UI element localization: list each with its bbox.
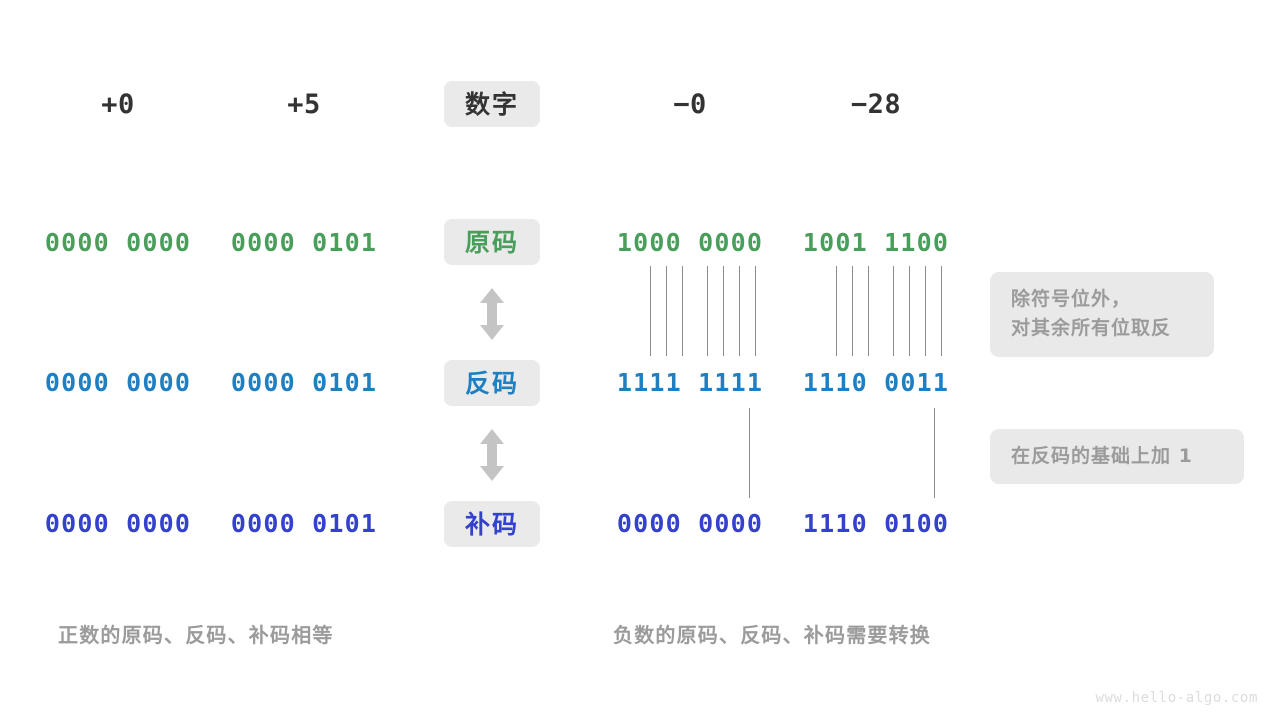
double-arrow-yuanma-to-fanma bbox=[480, 288, 504, 340]
row-buma-value-minus-zero: 0000 0000 bbox=[616, 508, 764, 538]
row-fanma-value-minus-twentyeight: 1110 0011 bbox=[802, 367, 950, 397]
row-yuanma-value-minus-twentyeight: 1001 1100 bbox=[802, 227, 950, 257]
row-fanma-value-plus-five: 0000 0101 bbox=[230, 367, 378, 397]
row-buma-value-plus-zero: 0000 0000 bbox=[44, 508, 192, 538]
row-fanma-value-plus-zero: 0000 0000 bbox=[44, 367, 192, 397]
note-add-one: 在反码的基础上加 1 bbox=[990, 429, 1244, 485]
header-label-plus-zero: +0 bbox=[101, 88, 135, 120]
caption-positive: 正数的原码、反码、补码相等 bbox=[58, 623, 334, 647]
header-label-minus-twentyeight: −28 bbox=[850, 88, 902, 120]
header-label-minus-zero: −0 bbox=[673, 88, 707, 120]
row-buma-value-minus-twentyeight: 1110 0100 bbox=[802, 508, 950, 538]
double-arrow-fanma-to-buma bbox=[480, 429, 504, 481]
caption-negative: 负数的原码、反码、补码需要转换 bbox=[613, 623, 931, 647]
note-invert-bits: 除符号位外， 对其余所有位取反 bbox=[990, 272, 1214, 357]
row-yuanma-value-plus-zero: 0000 0000 bbox=[44, 227, 192, 257]
row-yuanma-value-plus-five: 0000 0101 bbox=[230, 227, 378, 257]
row-yuanma-value-minus-zero: 1000 0000 bbox=[616, 227, 764, 257]
row-chip-yuanma: 原码 bbox=[444, 219, 540, 265]
row-chip-fanma: 反码 bbox=[444, 360, 540, 406]
header-chip-number: 数字 bbox=[444, 81, 540, 127]
row-chip-buma: 补码 bbox=[444, 501, 540, 547]
row-fanma-value-minus-zero: 1111 1111 bbox=[616, 367, 764, 397]
row-buma-value-plus-five: 0000 0101 bbox=[230, 508, 378, 538]
header-label-plus-five: +5 bbox=[287, 88, 321, 120]
watermark-url: www.hello-algo.com bbox=[1095, 690, 1258, 706]
